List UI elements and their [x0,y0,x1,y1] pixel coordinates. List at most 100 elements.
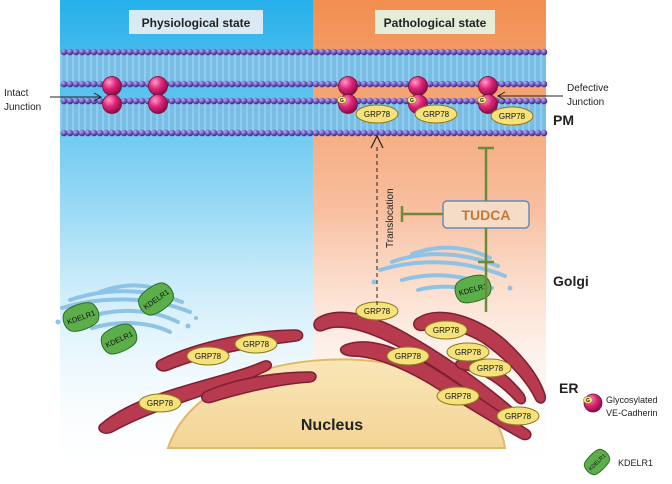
svg-text:GRP78: GRP78 [395,352,422,361]
lipid-head [240,48,248,56]
lipid-head [492,129,500,137]
lipid-head [474,129,482,137]
lipid-head [438,80,446,88]
lipid-head [336,129,344,137]
lipid-head [438,97,446,105]
translocation-label: Translocation [385,188,396,248]
grp78: GRP78 [490,106,534,126]
lipid-head [456,129,464,137]
lipid-head [204,129,212,137]
lipid-head [138,129,146,137]
lipid-head [450,48,458,56]
lipid-head [378,97,386,105]
lipid-head [234,97,242,105]
lipid-head [192,129,200,137]
lipid-head [456,48,464,56]
lipid-head [294,129,302,137]
ve-cadherin [148,94,168,114]
lipid-head [288,129,296,137]
lipid-head [270,80,278,88]
lipid-head [156,129,164,137]
lipid-head [240,97,248,105]
lipid-head [336,48,344,56]
lipid-head [294,97,302,105]
svg-text:G: G [480,98,484,104]
grp78: GRP78 [386,346,430,366]
lipid-head [324,48,332,56]
lipid-head [198,48,206,56]
lipid-head [402,129,410,137]
legend-kdelr1-icon: KDELR1 [583,448,611,476]
grp78: GRP78 [138,393,182,413]
lipid-head [306,48,314,56]
lipid-head [300,97,308,105]
pathological-title-box [375,10,495,34]
lipid-head [264,129,272,137]
lipid-head [462,80,470,88]
lipid-head [234,80,242,88]
lipid-head [300,48,308,56]
lipid-head [294,80,302,88]
svg-text:GRP78: GRP78 [505,412,532,421]
svg-text:GRP78: GRP78 [243,340,270,349]
lipid-head [432,80,440,88]
lipid-head [348,129,356,137]
lipid-head [396,129,404,137]
lipid-head [114,129,122,137]
lipid-head [330,129,338,137]
lipid-head [294,48,302,56]
lipid-head [132,129,140,137]
lipid-head [84,48,92,56]
lipid-head [186,129,194,137]
lipid-head [324,80,332,88]
defective-label-line2: Junction [567,97,604,108]
lipid-head [432,97,440,105]
lipid-head [144,129,152,137]
lipid-head [450,129,458,137]
lipid-head [246,48,254,56]
glycosylation-mark: G [477,96,487,104]
grp78: GRP78 [436,386,480,406]
svg-text:G: G [340,98,344,104]
lipid-head [516,97,524,105]
lipid-head [450,97,458,105]
lipid-head [126,80,134,88]
lipid-head [402,48,410,56]
lipid-head [522,80,530,88]
lipid-head [516,129,524,137]
kdelr1-receptor: KDELR1 [138,282,174,316]
tudca-label: TUDCA [462,207,511,223]
lipid-head [72,129,80,137]
er-cisterna [98,360,273,435]
ve-cadherin [148,76,168,96]
lipid-head [222,97,230,105]
lipid-head [504,97,512,105]
lipid-head [444,129,452,137]
lipid-head [420,129,428,137]
ve-cadherin [338,76,358,96]
lipid-head [468,129,476,137]
lipid-head [528,97,536,105]
lipid-head [324,97,332,105]
lipid-head [114,48,122,56]
lipid-head [216,97,224,105]
lipid-head [216,80,224,88]
lipid-head [180,129,188,137]
lipid-head [396,97,404,105]
lipid-head [210,80,218,88]
defective-label-line1: Defective [567,83,609,94]
svg-text:G: G [410,98,414,104]
lipid-head [354,129,362,137]
lipid-head [222,80,230,88]
lipid-head [78,129,86,137]
lipid-head [138,48,146,56]
lipid-head [288,48,296,56]
lipid-head [102,48,110,56]
grp78: GRP78 [234,334,278,354]
lipid-head [330,97,338,105]
lipid-head [354,48,362,56]
lipid-head [468,80,476,88]
lipid-head [492,48,500,56]
lipid-head [348,48,356,56]
